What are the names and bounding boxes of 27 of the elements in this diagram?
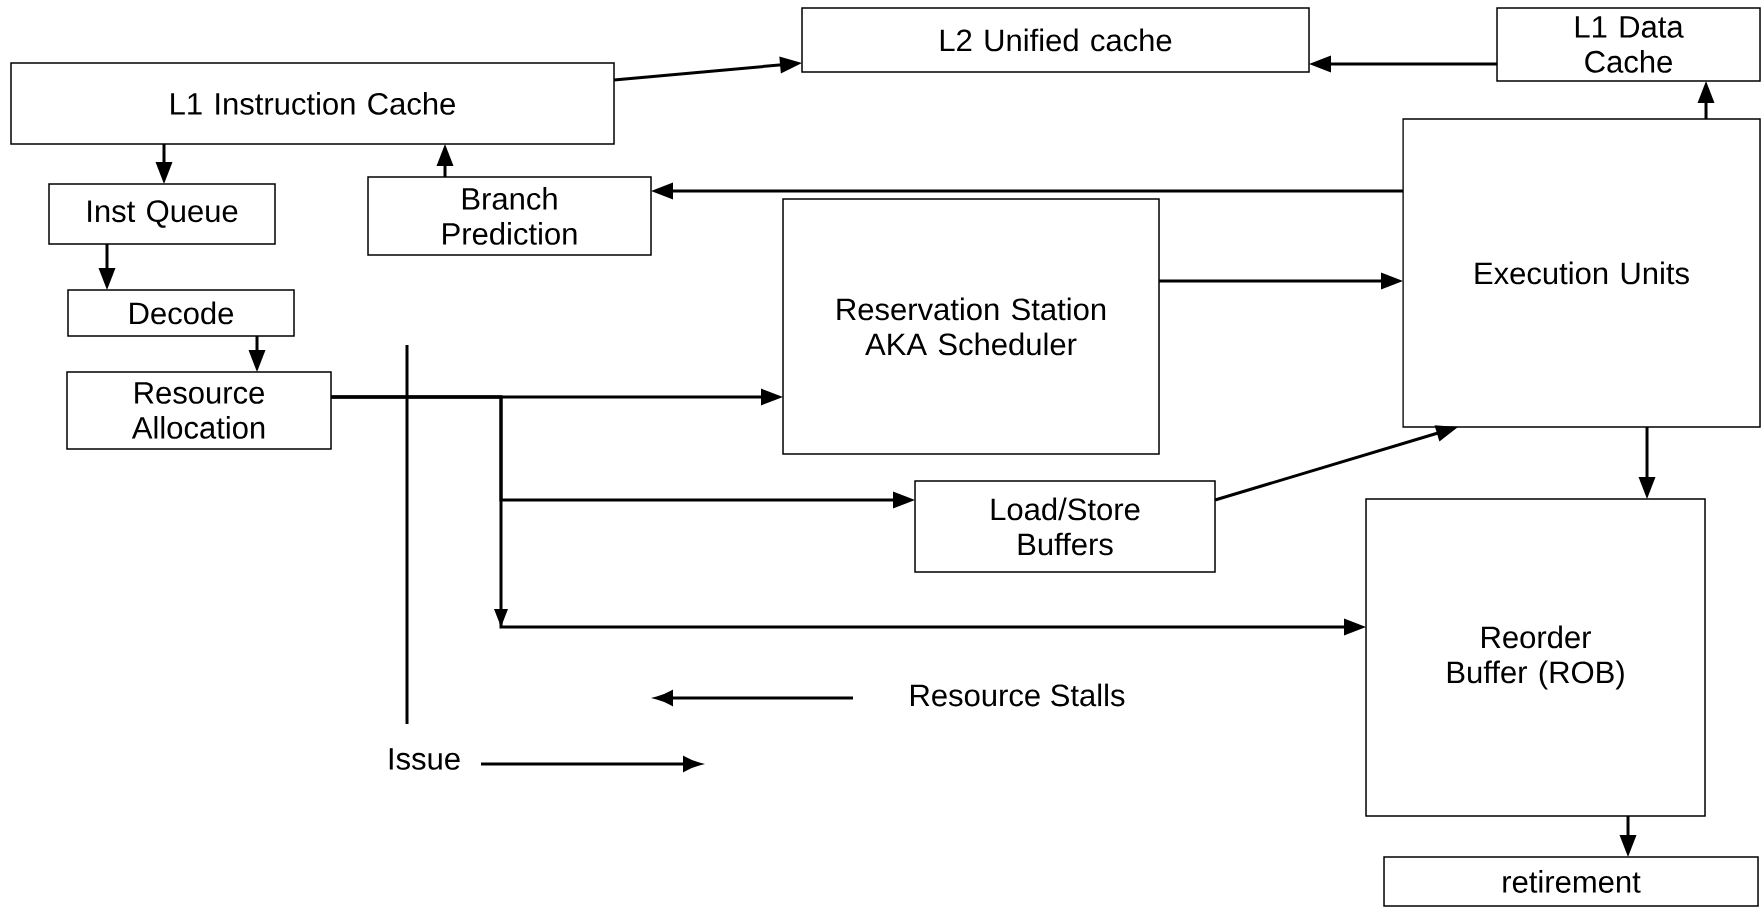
arrow (1159, 272, 1403, 290)
arrow (1309, 55, 1497, 73)
process-box: L1 Instruction Cache (10, 62, 615, 145)
arrow (1697, 81, 1715, 119)
process-box: L1 Data Cache (1496, 7, 1761, 82)
annotation-text: Resource Stalls (911, 683, 1125, 707)
arrow (436, 144, 454, 177)
process-box: Execution Units (1402, 118, 1761, 428)
process-box: L2 Unified cache (801, 7, 1310, 73)
process-box: Inst Queue (48, 183, 276, 245)
arrow (248, 336, 266, 372)
arrow (1619, 816, 1637, 857)
arrow (613, 56, 802, 82)
arrow (1214, 425, 1458, 502)
arrow (1638, 427, 1656, 499)
annotation-text: Issue (389, 748, 460, 770)
process-box: Reservation Station AKA Scheduler (782, 198, 1160, 455)
arrow (331, 395, 1366, 636)
process-box: Branch Prediction (367, 176, 652, 256)
process-box: Decode (67, 289, 295, 337)
process-box: Resource Allocation (66, 371, 332, 450)
process-box: Reorder Buffer (ROB) (1365, 498, 1706, 817)
arrow (651, 182, 1403, 200)
process-box: retirement (1383, 856, 1759, 907)
arrow (155, 144, 173, 184)
process-box: Load/Store Buffers (914, 480, 1216, 573)
arrow (98, 244, 116, 290)
